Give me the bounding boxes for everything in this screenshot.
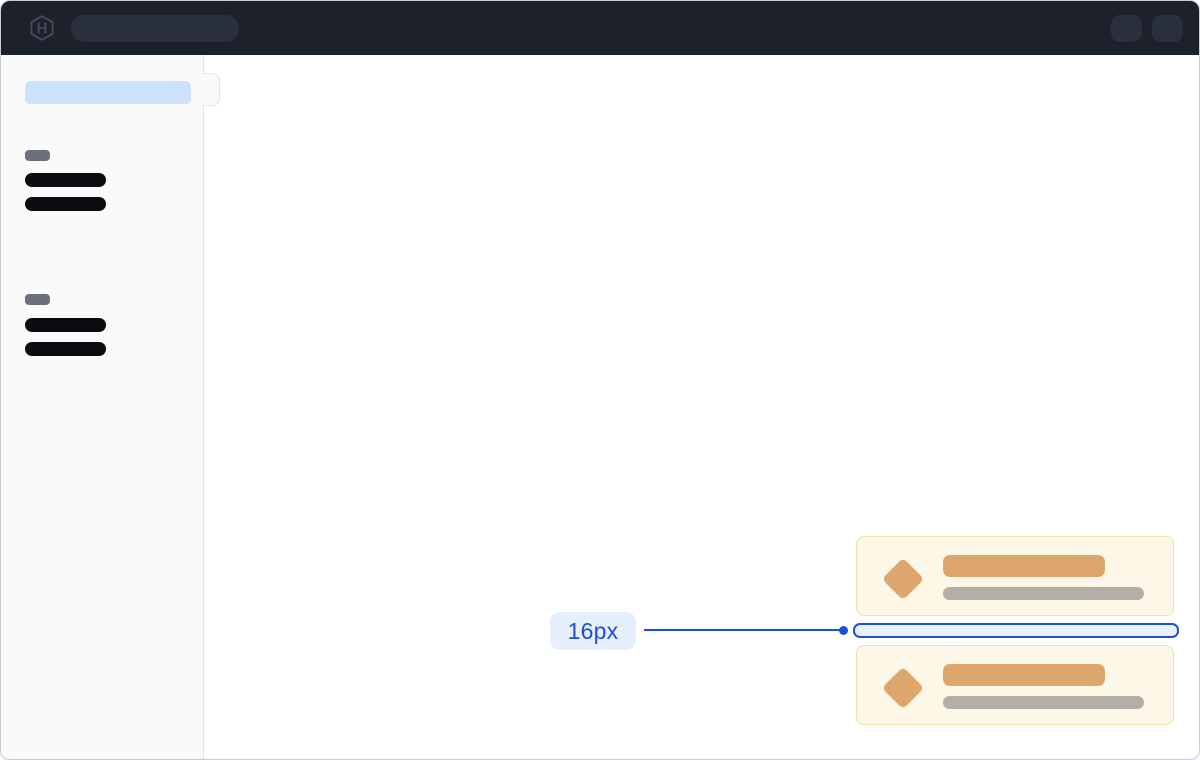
card-subtitle-skeleton <box>943 587 1144 600</box>
sidebar-item[interactable] <box>25 173 106 187</box>
annotation-connector-dot <box>839 626 848 635</box>
card-top[interactable] <box>856 536 1174 616</box>
annotation-connector-line <box>644 629 841 631</box>
sidebar-item[interactable] <box>25 197 106 211</box>
diamond-icon <box>881 666 925 710</box>
spacing-gap-highlight <box>853 623 1179 638</box>
sidebar-selected-item[interactable] <box>25 81 191 104</box>
sidebar-section-label-1 <box>25 150 50 161</box>
card-title-skeleton <box>943 664 1105 686</box>
card-subtitle-skeleton <box>943 696 1144 709</box>
search-input[interactable] <box>71 14 239 42</box>
sidebar <box>1 55 204 759</box>
sidebar-item[interactable] <box>25 342 106 356</box>
card-title-skeleton <box>943 555 1105 577</box>
spacing-annotation-label: 16px <box>550 612 636 650</box>
sidebar-item[interactable] <box>25 318 106 332</box>
page-body: 16px <box>1 55 1199 759</box>
hashicorp-logo-icon <box>30 15 54 41</box>
sidebar-collapse-handle[interactable] <box>203 73 220 106</box>
topbar-action-button-1[interactable] <box>1111 14 1142 42</box>
card-bottom[interactable] <box>856 645 1174 725</box>
sidebar-section-label-2 <box>25 294 50 305</box>
topbar-action-button-2[interactable] <box>1152 14 1183 42</box>
topbar <box>1 1 1199 55</box>
diamond-icon <box>881 557 925 601</box>
